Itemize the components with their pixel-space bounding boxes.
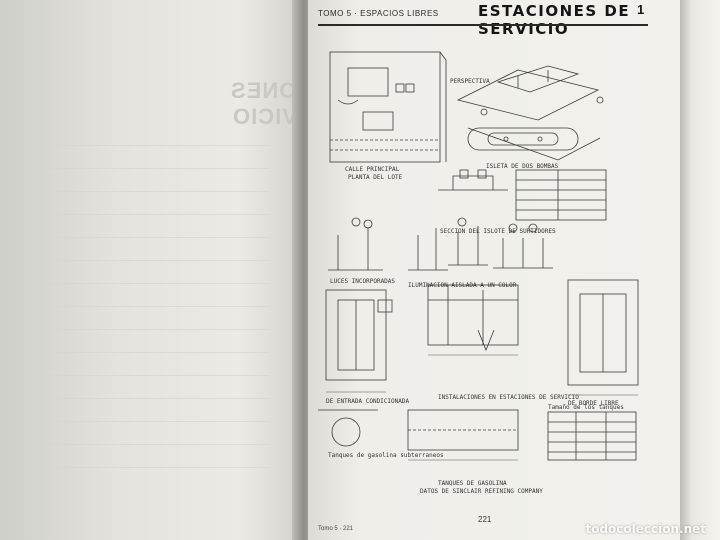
perspective-drawing [456, 65, 604, 161]
caption-perspectiva: PERSPECTIVA [450, 78, 490, 85]
caption-calle-principal: CALLE PRINCIPAL [345, 166, 400, 173]
left-page-bleed-through [20, 130, 270, 490]
caption-entrada-condicionada: DE ENTRADA CONDICIONADA [326, 398, 410, 405]
left-page: ESTACIONES DE SERVICIO [0, 0, 381, 540]
caption-isleta-bombas: ISLETA DE DOS BOMBAS [486, 163, 559, 170]
page-number: 1 [637, 2, 645, 17]
footer-note: Tomo 5 · 221 [318, 526, 354, 532]
lot-plan-drawing [329, 51, 447, 163]
tank-size-table [547, 411, 637, 461]
watermark-logo: todocoleccion.net [585, 522, 706, 536]
underground-tank-drawing [318, 409, 519, 451]
pump-section-drawing [438, 169, 607, 221]
caption-tanques-gasolina: TANQUES DE GASOLINA [438, 480, 507, 487]
caption-iluminacion: ILUMINACION AISLADA A UN COLOR [408, 282, 517, 289]
caption-instalaciones: INSTALACIONES EN ESTACIONES DE SERVICIO [438, 394, 579, 401]
book-cover-edge [680, 0, 720, 540]
dimension-lines [326, 354, 638, 461]
caption-luces-incorporadas: LUCES INCORPORADAS [330, 278, 396, 285]
light-poles-drawing [328, 217, 553, 271]
page-folio: 221 [478, 515, 492, 524]
caption-planta-lote: PLANTA DEL LOTE [348, 174, 403, 181]
pump-island-drawing [467, 127, 579, 151]
caption-seccion-islote: SECCION DEL ISLOTE DE SURTIDORES [440, 228, 556, 235]
caption-tanques-subterraneos: Tanques de gasolina subterraneos [328, 452, 444, 459]
drain-plan-drawings [325, 279, 639, 386]
technical-drawings [318, 51, 639, 461]
caption-borde-libre: DE BORDE LIBRE [568, 400, 619, 407]
section-header: TOMO 5 · ESPACIOS LIBRES [318, 9, 439, 18]
caption-tabla-tamanos: Tamaño de los tanques [548, 404, 624, 411]
caption-fuente: DATOS DE SINCLAIR REFINING COMPANY [420, 488, 543, 495]
header-rule [318, 24, 648, 26]
